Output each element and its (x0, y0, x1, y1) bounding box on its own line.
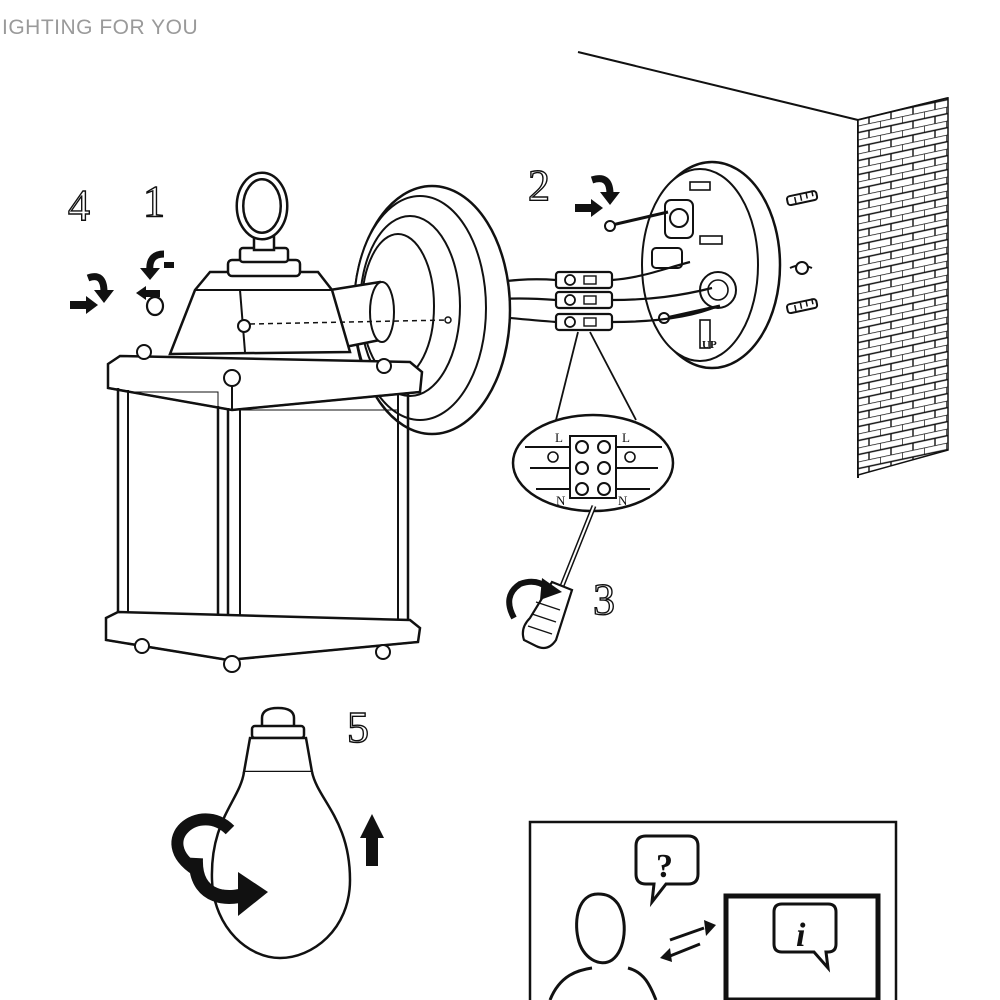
lantern-glass-panel (239, 409, 399, 629)
svg-text:i: i (796, 917, 806, 954)
screw-icon (604, 210, 669, 232)
screwdriver-icon (506, 505, 597, 650)
arrow-right-icon (70, 296, 98, 314)
arrow-right-icon (575, 199, 603, 217)
terminal-block (554, 270, 614, 332)
lantern (104, 171, 512, 673)
rotate-arrow-icon (590, 175, 620, 205)
screw-cap (145, 295, 165, 317)
step-number-2: 2 (527, 160, 550, 210)
wiring (477, 260, 719, 421)
wall-plug-icon (786, 298, 819, 315)
wall (577, 51, 949, 478)
step-number-4: 4 (67, 180, 90, 230)
rotate-arrow-icon (171, 813, 235, 876)
step-number-5: 5 (346, 702, 369, 752)
wall-plug-icon (786, 190, 819, 207)
step-number-3: 3 (592, 574, 615, 624)
lantern-roof (168, 270, 352, 356)
arrow-up-icon (360, 814, 384, 866)
arrow-left-icon (136, 286, 160, 300)
monitor-icon: i (723, 893, 881, 1000)
rotate-arrow-icon (506, 578, 550, 620)
terminal-label-neutral-left: N (556, 493, 566, 508)
lantern-bottom-frame (104, 610, 422, 662)
svg-text:1: 1 (143, 177, 165, 226)
rotate-arrow-icon (140, 250, 174, 280)
lantern-glass-panel (127, 391, 219, 619)
svg-text:?: ? (656, 848, 673, 885)
swap-arrows-icon (660, 920, 716, 962)
terminal-label-neutral-right: N (618, 493, 628, 508)
info-bubble-icon: i (772, 902, 838, 973)
light-bulb-icon (171, 706, 352, 960)
mounting-plate: UP (604, 160, 782, 370)
question-bubble-icon: ? (634, 834, 700, 908)
svg-text:2: 2 (528, 161, 550, 210)
svg-text:5: 5 (347, 703, 369, 752)
ground-symbol-icon (547, 451, 559, 463)
brick-wall (857, 97, 949, 476)
terminal-label-live-right: L (622, 430, 630, 445)
step-number-1: 1 (142, 176, 165, 226)
help-info-box: ? i (528, 820, 898, 1000)
wall-cable-outlet (795, 261, 809, 275)
svg-text:4: 4 (68, 181, 90, 230)
rotate-arrow-icon (86, 273, 114, 303)
up-mark: UP (702, 339, 717, 351)
svg-text:3: 3 (593, 575, 615, 624)
alignment-line (249, 319, 449, 325)
ground-symbol-icon (624, 451, 636, 463)
brand-tagline: IGHTING FOR YOU (2, 16, 199, 39)
lantern-top-frame (106, 354, 424, 412)
terminal-label-live-left: L (555, 430, 563, 445)
user-silhouette-icon (548, 892, 658, 1000)
terminal-detail-callout: L L N N (511, 413, 675, 513)
